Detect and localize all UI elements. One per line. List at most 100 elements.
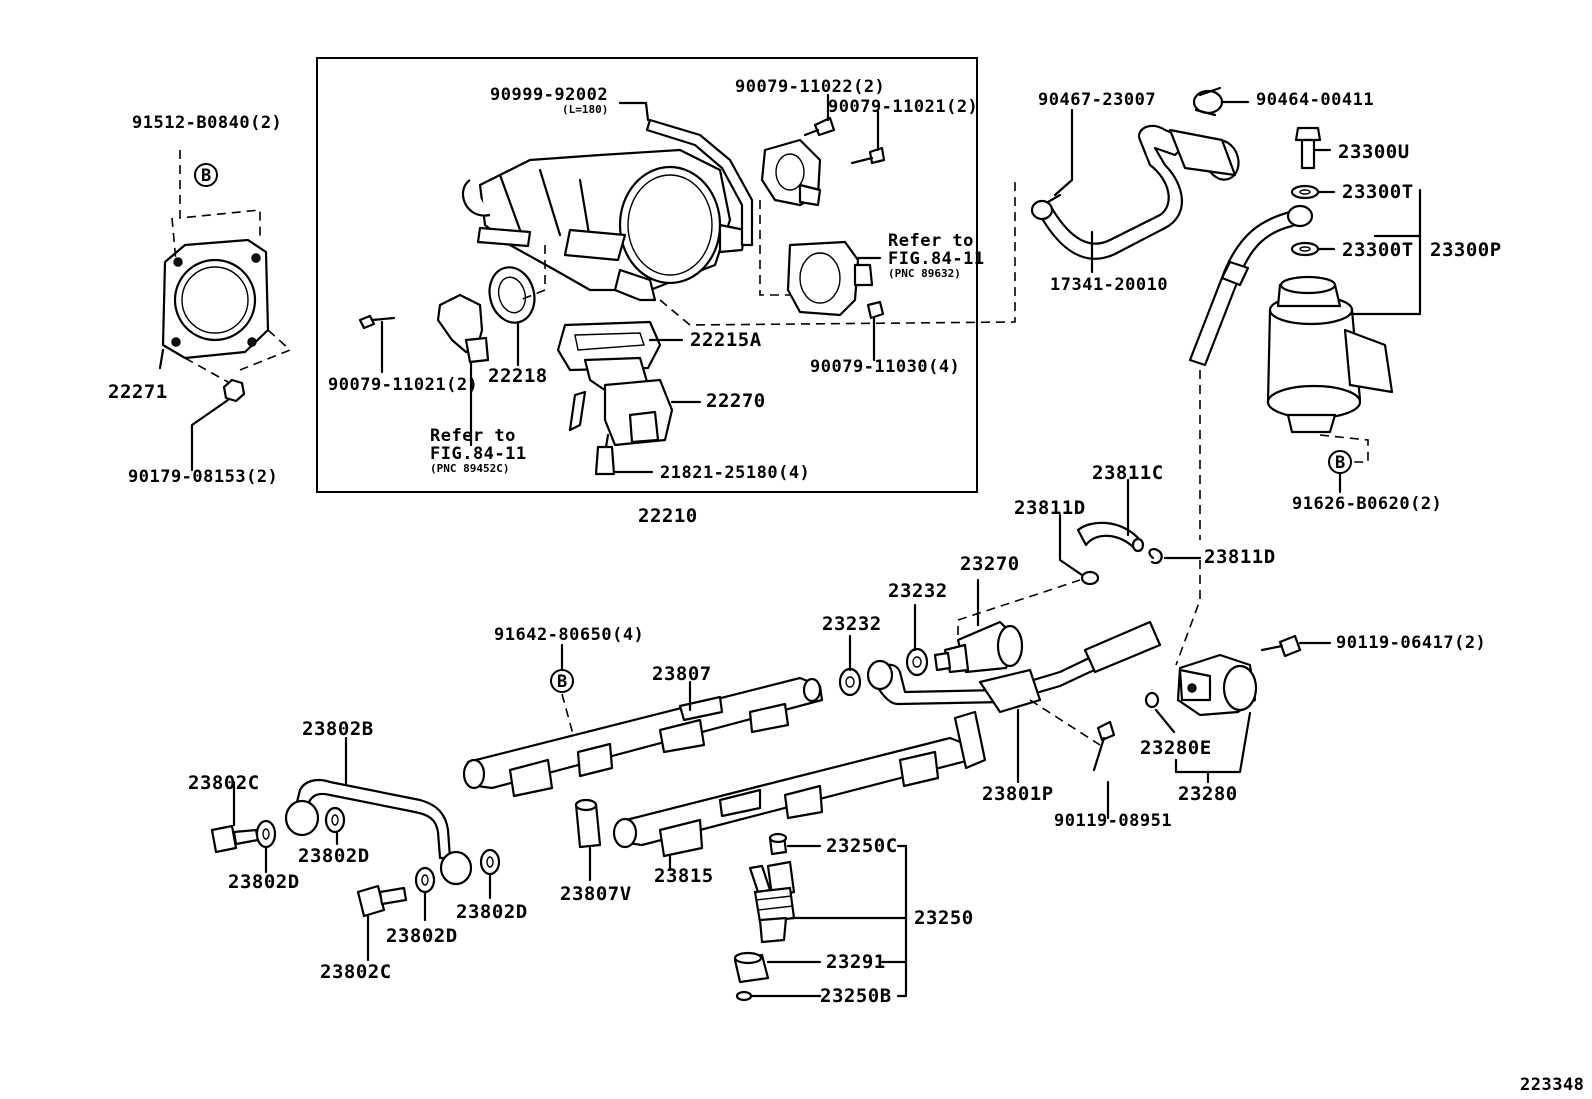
label-23802B: 23802B: [302, 718, 374, 740]
label-23300T-a: 23300T: [1342, 181, 1414, 203]
label-90999-length: (L=180): [562, 103, 608, 116]
gasket-23300T-b[interactable]: [1290, 241, 1320, 257]
clip-23811D-right[interactable]: [1148, 548, 1163, 565]
label-91512: 91512-B0840(2): [132, 113, 282, 133]
o-ring-23250B[interactable]: [735, 990, 753, 1002]
label-refer-bottom-3: (PNC 89452C): [430, 462, 509, 475]
gasket-22271[interactable]: [161, 238, 270, 360]
plug-23807V[interactable]: [574, 798, 602, 849]
label-23802C-top: 23802C: [188, 772, 260, 794]
grommet-23291[interactable]: [733, 951, 770, 984]
gasket-23802D-b[interactable]: [324, 806, 346, 834]
label-23802D-b: 23802D: [298, 845, 370, 867]
label-23802D-d: 23802D: [456, 901, 528, 923]
label-23802D-a: 23802D: [228, 871, 300, 893]
label-23250B: 23250B: [820, 985, 892, 1007]
gasket-23232-b[interactable]: [838, 667, 862, 697]
clamp-90464[interactable]: [1192, 86, 1224, 117]
o-ring-23280E[interactable]: [1144, 691, 1160, 709]
union-bolt-23300U[interactable]: [1294, 126, 1322, 170]
label-90079-11021-top: 90079-11021(2): [828, 97, 978, 117]
fuel-pressure-regulator-23270[interactable]: [933, 620, 1024, 674]
label-23807V: 23807V: [560, 883, 632, 905]
throttle-body[interactable]: [461, 148, 747, 302]
bolt-90119-08951[interactable]: [1092, 720, 1116, 772]
diagram-id: 223348: [1520, 1075, 1584, 1095]
label-refer-bottom-1: Refer to: [430, 426, 516, 446]
label-21821: 21821-25180(4): [660, 463, 810, 483]
fuel-pipe-23802B[interactable]: [284, 779, 473, 886]
union-bolt-23802C-bottom[interactable]: [356, 884, 408, 918]
gasket-23300T-a[interactable]: [1290, 184, 1320, 200]
hose-17341[interactable]: [1038, 124, 1244, 260]
label-23811D-right: 23811D: [1204, 546, 1276, 568]
hose-90999[interactable]: [645, 118, 754, 247]
label-23250: 23250: [914, 907, 974, 929]
fuel-injector-23250[interactable]: [748, 860, 796, 944]
svg-text:B: B: [201, 166, 212, 186]
label-22270: 22270: [706, 390, 766, 412]
fuel-filter-23300P[interactable]: [1266, 275, 1394, 434]
label-23802C-bottom: 23802C: [320, 961, 392, 983]
throttle-position-sensor[interactable]: [436, 293, 490, 364]
bolt-marker-91512: B: [194, 163, 218, 187]
screw-90079-11030[interactable]: [866, 300, 885, 362]
nut-90179[interactable]: [222, 378, 246, 403]
label-refer-top-3: (PNC 89632): [888, 267, 961, 280]
bolt-90119-06417[interactable]: [1260, 634, 1302, 658]
screw-90079-11021-top[interactable]: [850, 146, 886, 165]
injector-insulator-23250C[interactable]: [768, 832, 788, 856]
label-23300P: 23300P: [1430, 239, 1502, 261]
label-90079-11022: 90079-11022(2): [735, 77, 885, 97]
label-90079-11030: 90079-11030(4): [810, 357, 960, 377]
clip-23811D-left[interactable]: [1080, 570, 1100, 586]
label-90079-11021-left: 90079-11021(2): [328, 375, 478, 395]
screw-21821[interactable]: [594, 433, 616, 476]
label-22218: 22218: [488, 365, 548, 387]
label-90179: 90179-08153(2): [128, 467, 278, 487]
label-23300T-b: 23300T: [1342, 239, 1414, 261]
label-23807: 23807: [652, 663, 712, 685]
vacuum-hose-23811C[interactable]: [1076, 521, 1145, 553]
label-23232-a: 23232: [888, 580, 948, 602]
label-17341: 17341-20010: [1050, 275, 1168, 295]
fuel-delivery-pipe-23815[interactable]: [612, 710, 987, 858]
label-22271: 22271: [108, 381, 168, 403]
label-23815: 23815: [654, 865, 714, 887]
throttle-body-group-frame: [316, 57, 978, 493]
label-23802D-c: 23802D: [386, 925, 458, 947]
gasket-23802D-a[interactable]: [255, 819, 277, 849]
label-91626: 91626-B0620(2): [1292, 494, 1442, 514]
label-refer-bottom-2: FIG.84-11: [430, 444, 527, 464]
label-23280: 23280: [1178, 783, 1238, 805]
label-90464: 90464-00411: [1256, 90, 1374, 110]
screw-90079-11021-left[interactable]: [358, 314, 396, 330]
clamp-90467[interactable]: [1030, 193, 1062, 221]
gasket-23802D-d[interactable]: [479, 848, 501, 876]
label-23811D-left: 23811D: [1014, 497, 1086, 519]
union-bolt-23802C-top[interactable]: [210, 824, 260, 854]
gasket-22218[interactable]: [484, 262, 541, 327]
pulsation-damper-23280[interactable]: [1176, 653, 1258, 717]
label-90999: 90999-92002: [490, 85, 608, 105]
svg-text:B: B: [557, 672, 568, 692]
gasket-23802D-c[interactable]: [414, 866, 436, 894]
svg-text:B: B: [1335, 453, 1346, 473]
bolt-marker-91626: B: [1328, 450, 1352, 474]
label-refer-top-1: Refer to: [888, 231, 974, 251]
label-22210: 22210: [638, 505, 698, 527]
sensor-upper-right[interactable]: [760, 138, 822, 207]
label-23811C: 23811C: [1092, 462, 1164, 484]
label-23801P: 23801P: [982, 783, 1054, 805]
idle-air-control-valve-22270[interactable]: [556, 320, 674, 447]
fuel-line-filter-inlet[interactable]: [1188, 204, 1314, 367]
label-90119-08951: 90119-08951: [1054, 811, 1172, 831]
fuel-delivery-pipe-23807[interactable]: [462, 676, 824, 798]
sensor-89632[interactable]: [786, 240, 874, 317]
label-91642: 91642-80650(4): [494, 625, 644, 645]
gasket-23232-a[interactable]: [905, 647, 929, 677]
fuel-return-pipe-23801P[interactable]: [866, 620, 1162, 714]
label-23300U: 23300U: [1338, 141, 1410, 163]
screw-90079-11022[interactable]: [803, 116, 836, 137]
